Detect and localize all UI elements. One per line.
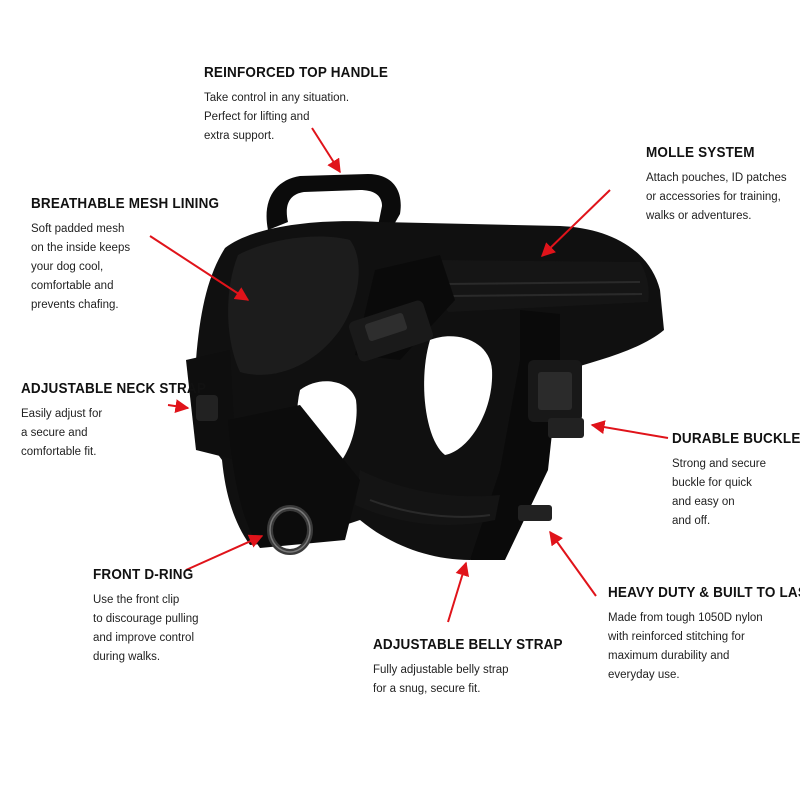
top-handle-arrow <box>311 127 341 174</box>
feature-title: ADJUSTABLE BELLY STRAP <box>373 636 563 653</box>
feature-d-ring: FRONT D-RING Use the front clip to disco… <box>93 566 205 667</box>
feature-buckle: DURABLE BUCKLE Strong and secure buckle … <box>672 430 800 531</box>
feature-title: MOLLE SYSTEM <box>646 144 755 161</box>
feature-title: DURABLE BUCKLE <box>672 430 800 447</box>
belly-arrow <box>447 561 470 623</box>
feature-description: Strong and secure buckle for quick and e… <box>672 458 766 527</box>
feature-title: ADJUSTABLE NECK STRAP <box>21 380 207 397</box>
feature-title: FRONT D-RING <box>93 566 194 583</box>
feature-description: Use the front clip to discourage pulling… <box>93 594 199 663</box>
feature-description: Easily adjust for a secure and comfortab… <box>21 408 103 458</box>
callout-arrows <box>149 127 669 623</box>
feature-description: Soft padded mesh on the inside keeps you… <box>31 223 131 311</box>
feature-description: Take control in any situation. Perfect f… <box>204 92 350 142</box>
feature-heavy-duty: HEAVY DUTY & BUILT TO LAST Made from tou… <box>608 584 800 685</box>
feature-top-handle: REINFORCED TOP HANDLE Take control in an… <box>204 64 409 146</box>
buckle-arrow <box>590 420 669 439</box>
feature-title: REINFORCED TOP HANDLE <box>204 64 389 81</box>
feature-title: BREATHABLE MESH LINING <box>31 195 220 212</box>
feature-description: Made from tough 1050D nylon with reinfor… <box>608 612 763 681</box>
heavy-arrow <box>549 530 597 597</box>
harness-image <box>186 174 664 560</box>
feature-mesh: BREATHABLE MESH LINING Soft padded mesh … <box>31 195 240 315</box>
dring-arrow <box>185 534 264 571</box>
feature-title: HEAVY DUTY & BUILT TO LAST <box>608 584 800 601</box>
feature-neck-strap: ADJUSTABLE NECK STRAP Easily adjust for … <box>21 380 227 462</box>
feature-description: Attach pouches, ID patches or accessorie… <box>646 172 787 222</box>
molle-arrow <box>540 189 611 257</box>
mesh-arrow <box>149 235 250 301</box>
neck-arrow <box>167 399 190 414</box>
feature-belly-strap: ADJUSTABLE BELLY STRAP Fully adjustable … <box>373 636 584 699</box>
feature-molle: MOLLE SYSTEM Attach pouches, ID patches … <box>646 144 787 226</box>
feature-description: Fully adjustable belly strap for a snug,… <box>373 664 509 695</box>
